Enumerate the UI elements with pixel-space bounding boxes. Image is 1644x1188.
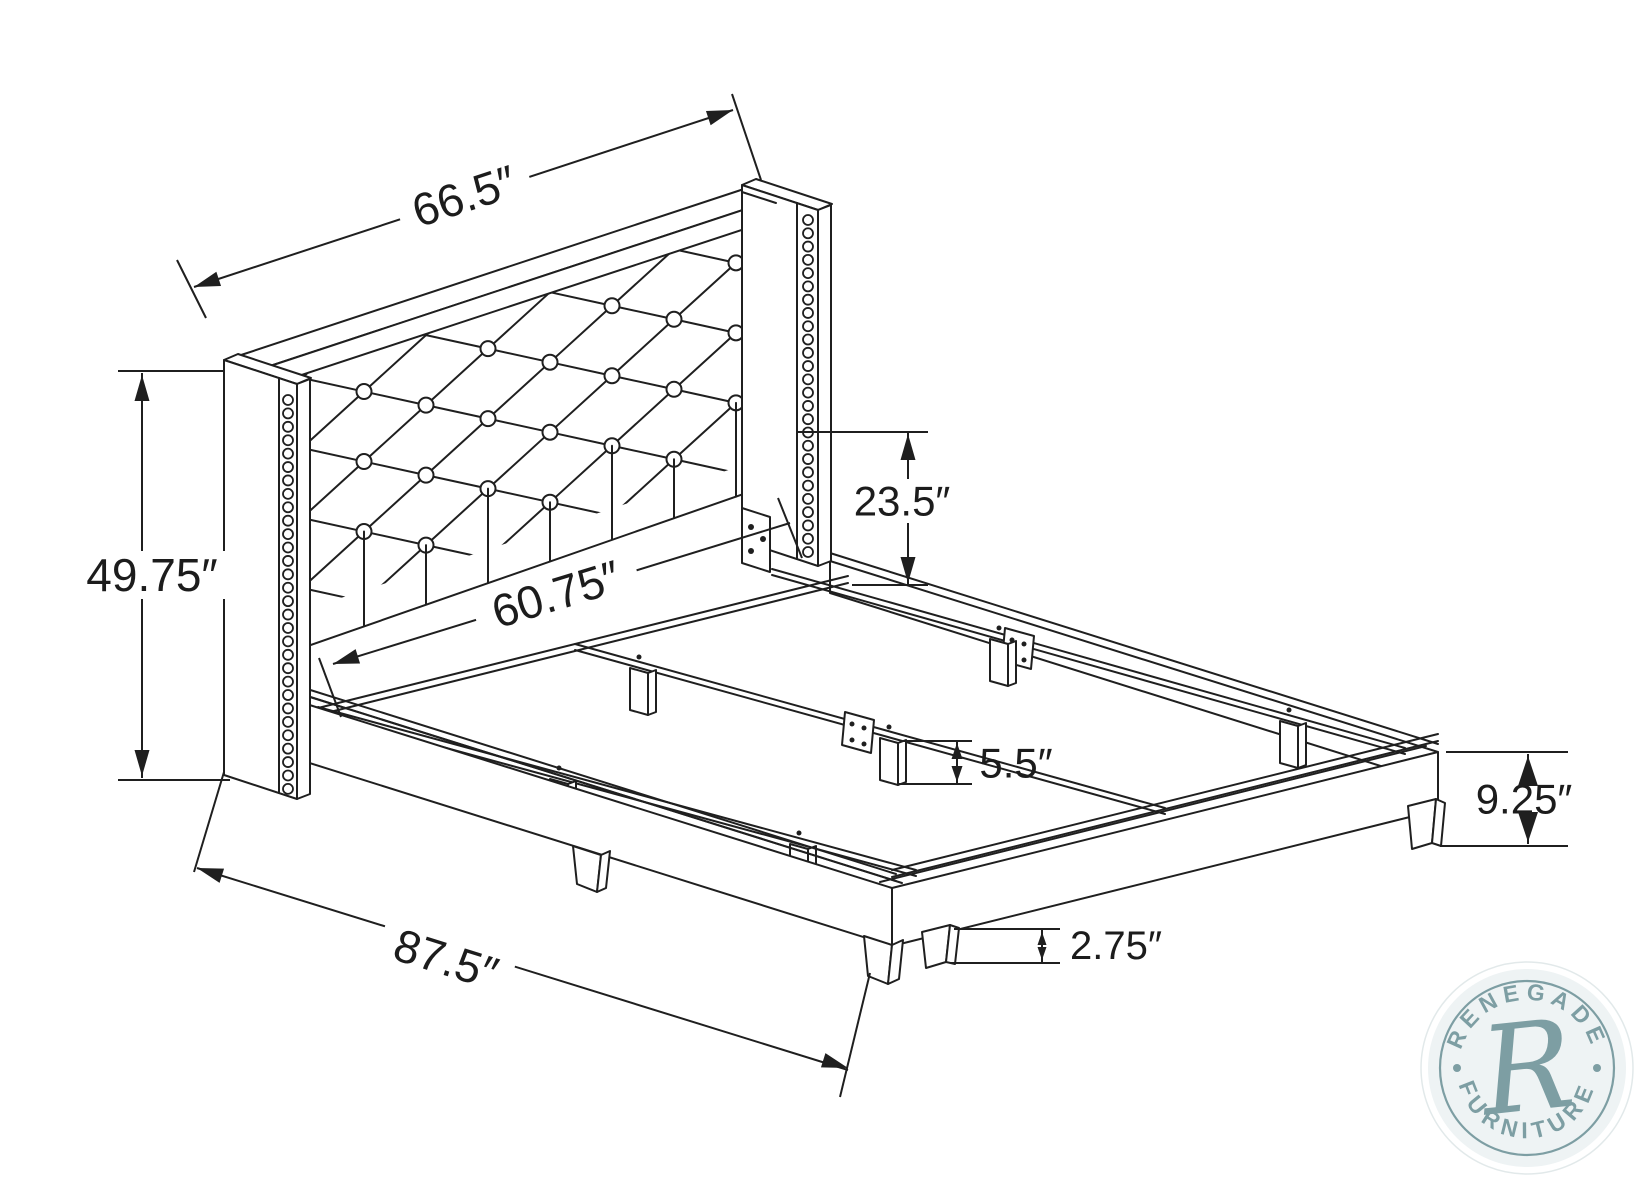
foot-metal-rail-a: [891, 733, 1439, 871]
foot-metal-rail-b: [891, 740, 1439, 878]
foot-rail-leg: [921, 924, 960, 969]
center-rail-3: [771, 568, 1406, 755]
left-wing-post: [223, 353, 312, 800]
foot-rail-top-inner-edge: [879, 745, 1427, 883]
right-post-front-face: [741, 184, 819, 567]
dimension-text-clearance: 23.5″: [854, 478, 951, 525]
wooden-legs: [572, 798, 1446, 985]
logo-monogram: R: [1472, 993, 1580, 1144]
rail-joint-bracket-2: [841, 711, 875, 754]
logo-border-circle: [1438, 979, 1616, 1157]
logo-dot-left: [1453, 1064, 1461, 1072]
nailhead-trim-right: [802, 214, 814, 558]
bed-frame-rails: [299, 552, 1439, 947]
right-post-notch: [741, 191, 777, 204]
far-metal-rail: [829, 552, 1439, 745]
far-corner-leg: [1407, 798, 1446, 850]
dimension-text-foot-leg: 2.75″: [1070, 924, 1162, 968]
dim-bed-length: 87.5″: [193, 771, 871, 1098]
renegade-furniture-logo: RENEGADE FURNITURE R: [1420, 961, 1634, 1175]
dimension-text-headboard-width: 66.5″: [406, 155, 523, 237]
dimension-text-center-leg: 5.5″: [979, 740, 1052, 787]
near-rail-leg: [572, 845, 611, 893]
nailhead-trim-left: [282, 394, 294, 795]
tufting-pleats: [301, 401, 737, 648]
dimension-text-headboard-height: 49.75″: [86, 549, 217, 601]
dim-headboard-height: 49.75″: [72, 370, 232, 781]
logo-dot-right: [1593, 1064, 1601, 1072]
right-post-bracket: [741, 507, 771, 573]
logo-badge-background: [1428, 969, 1626, 1167]
right-wing-post: [741, 178, 833, 573]
near-metal-rail-b: [303, 694, 897, 882]
right-post-side-face: [817, 204, 832, 567]
dimension-arrowheads: [134, 110, 1538, 1068]
front-corner-leg: [863, 935, 904, 985]
far-side-rail-inner-face: [829, 560, 1439, 785]
dim-center-leg-height: 5.5″: [899, 740, 1053, 787]
near-side-rail: [299, 701, 893, 947]
headboard: [237, 186, 777, 663]
dimension-text-bed-length: 87.5″: [388, 918, 505, 999]
near-metal-rail-a: [303, 687, 897, 875]
left-post-side-face: [296, 378, 311, 800]
dim-foot-leg-height: 2.75″: [950, 924, 1162, 968]
dim-side-rail-height: 9.25″: [1440, 751, 1586, 847]
